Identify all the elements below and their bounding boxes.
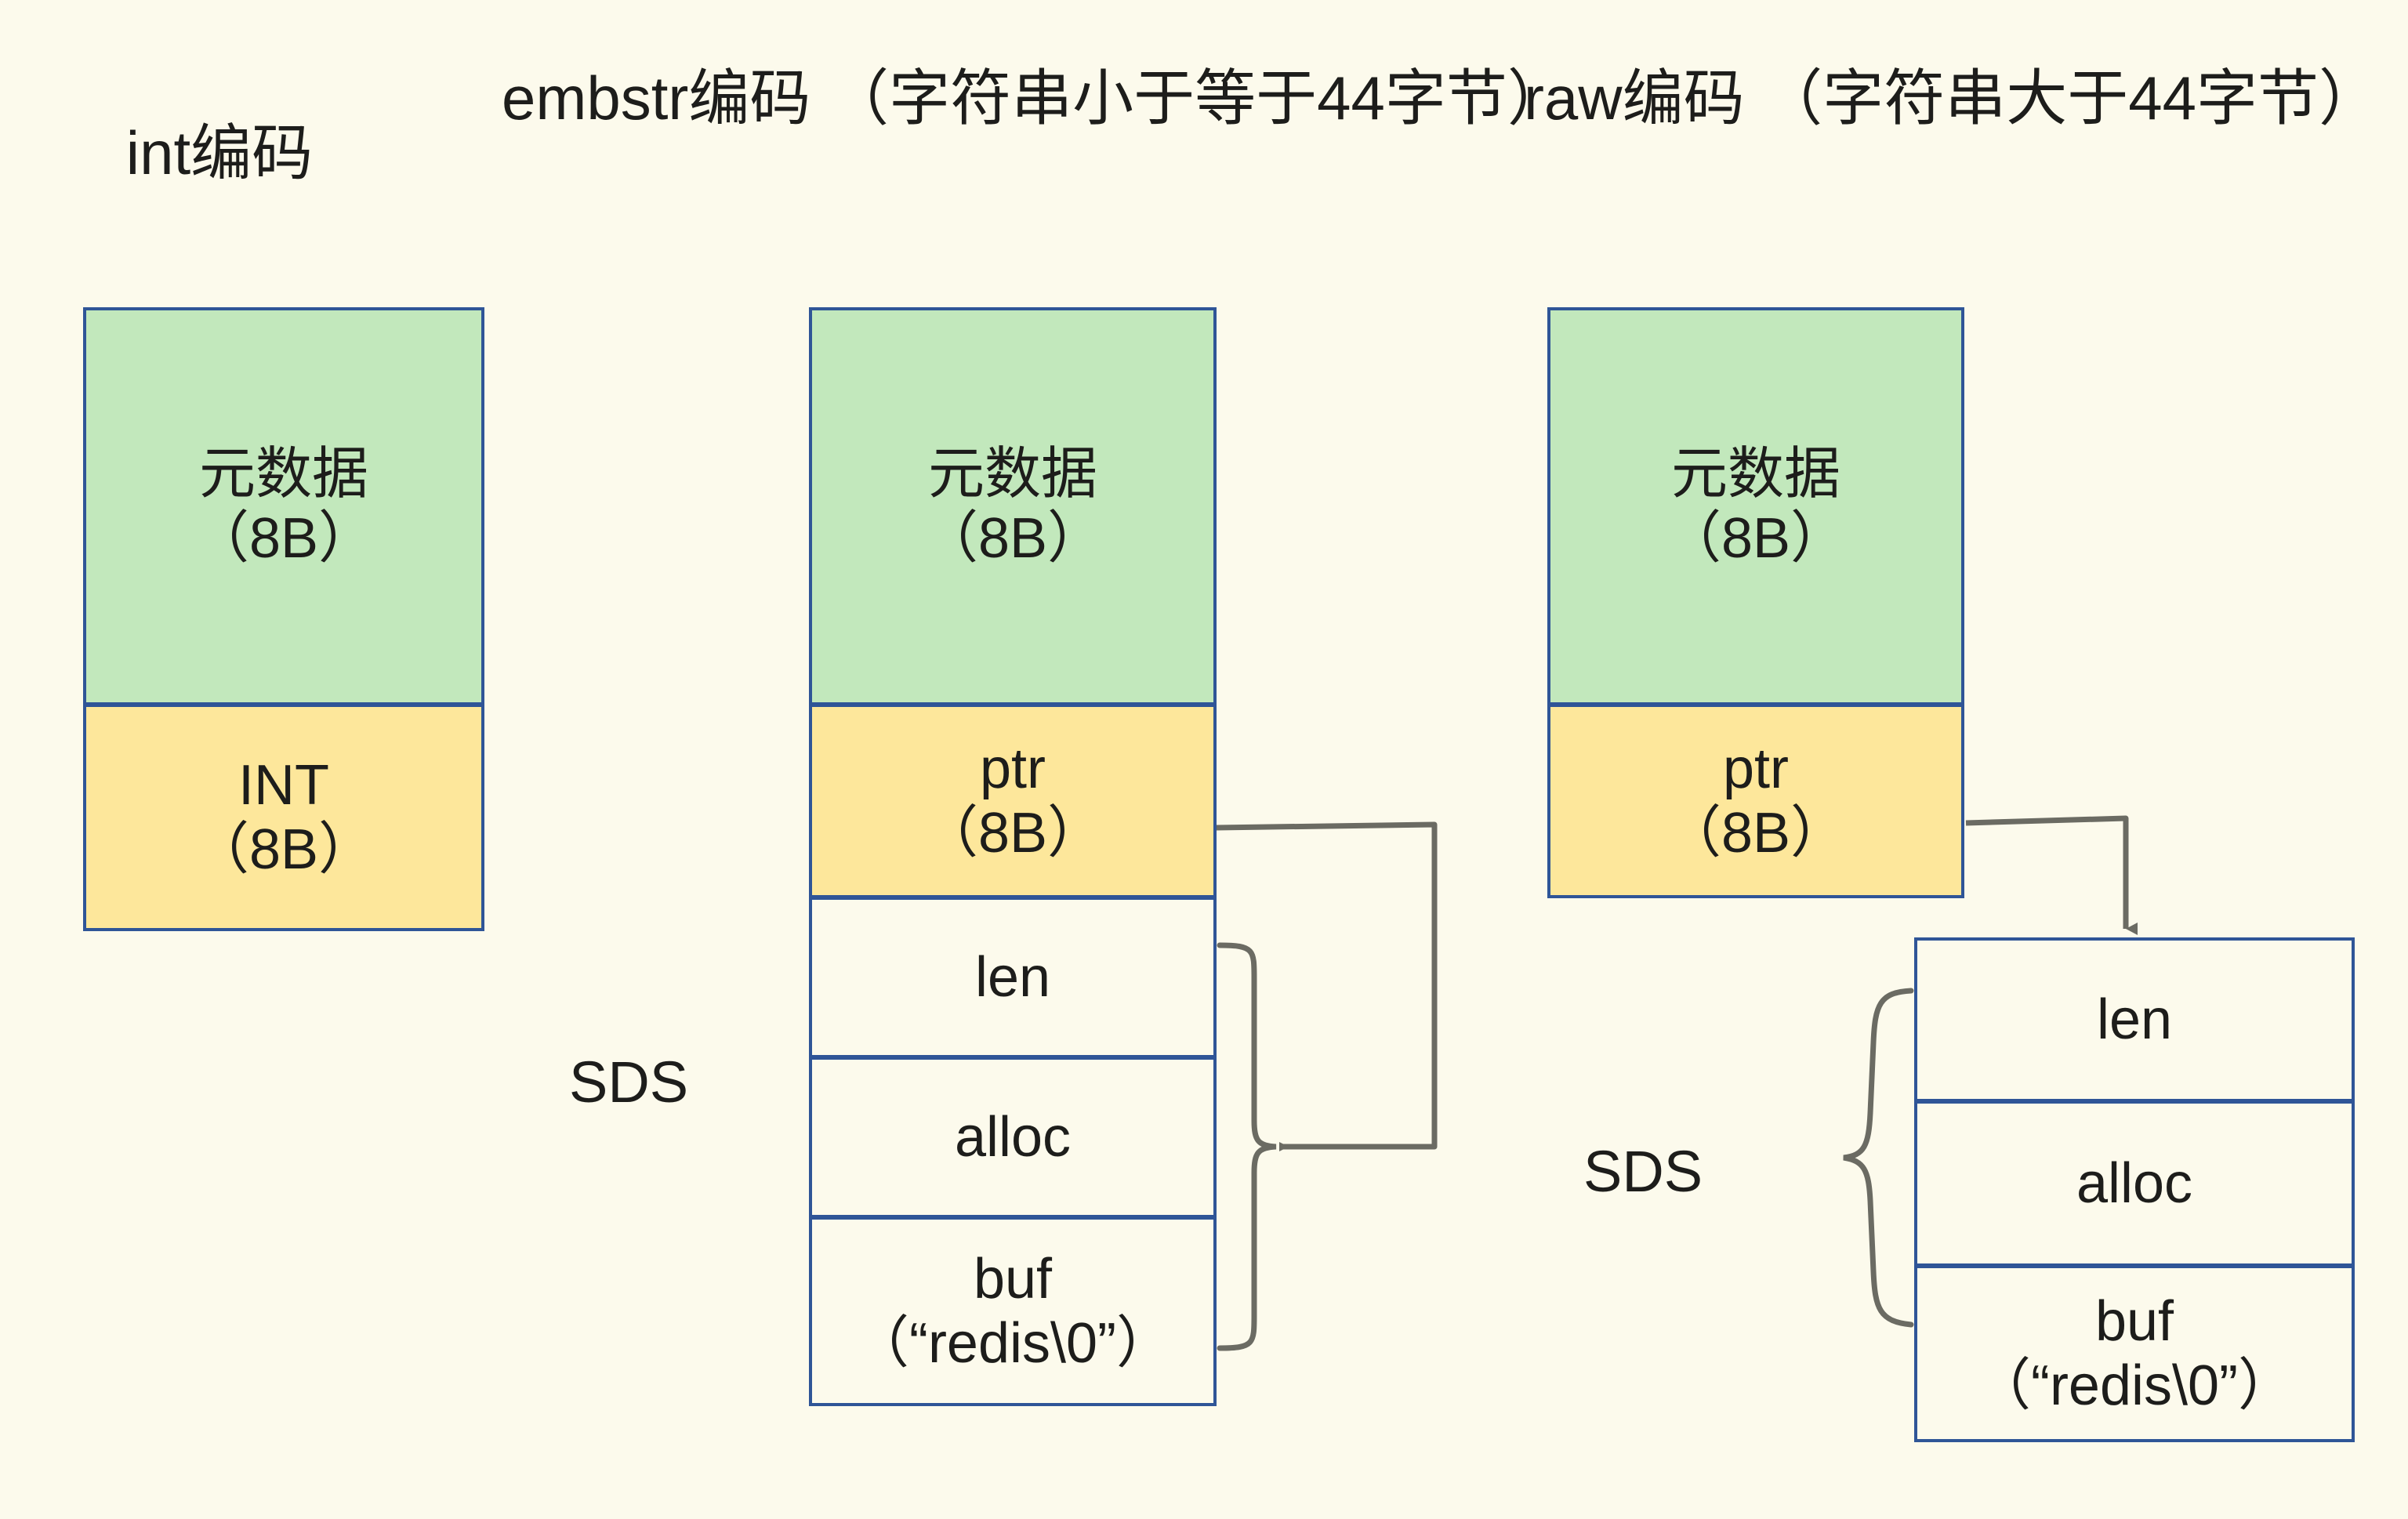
embstr-sds-buf-label: buf <box>973 1247 1053 1311</box>
embstr-ptr-cell: ptr （8B） <box>809 704 1217 898</box>
raw-metadata-label: 元数据 <box>1670 442 1840 506</box>
embstr-sds-len-label: len <box>974 945 1051 1009</box>
embstr-sds-brace <box>1217 942 1277 1351</box>
int-value-label: INT <box>238 753 329 817</box>
embstr-ptr-size: （8B） <box>921 802 1104 865</box>
raw-sds-len-cell: len <box>1914 937 2355 1102</box>
raw-sds-brace <box>1843 988 1914 1328</box>
embstr-title-line1: embstr编码 <box>502 63 811 132</box>
embstr-metadata-label: 元数据 <box>927 442 1097 506</box>
raw-ptr-size: （8B） <box>1664 802 1848 865</box>
embstr-sds-alloc-cell: alloc <box>809 1057 1217 1218</box>
raw-sds-label: SDS <box>1583 1139 1703 1204</box>
raw-sds-buf-value: （“redis\0”） <box>1974 1354 2295 1417</box>
raw-sds-alloc-label: alloc <box>2076 1151 2193 1215</box>
raw-sds-len-label: len <box>2096 988 2173 1051</box>
raw-title-line1: raw编码 <box>1523 63 1745 132</box>
raw-metadata-size: （8B） <box>1664 507 1848 570</box>
raw-sds-buf-cell: buf （“redis\0”） <box>1914 1265 2355 1442</box>
embstr-column-title: embstr编码 （字符串小于等于44字节） <box>502 61 1568 136</box>
int-column-title: int编码 <box>47 116 392 190</box>
int-metadata-label: 元数据 <box>198 442 368 506</box>
int-title-line1: int编码 <box>125 118 314 187</box>
raw-sds-alloc-cell: alloc <box>1914 1100 2355 1267</box>
int-metadata-size: （8B） <box>192 507 375 570</box>
raw-ptr-cell: ptr （8B） <box>1547 704 1964 898</box>
embstr-sds-len-cell: len <box>809 897 1217 1058</box>
raw-metadata-cell: 元数据 （8B） <box>1547 307 1964 705</box>
int-value-size: （8B） <box>192 818 375 881</box>
int-value-cell: INT （8B） <box>83 704 484 931</box>
embstr-ptr-label: ptr <box>979 737 1046 800</box>
int-metadata-cell: 元数据 （8B） <box>83 307 484 705</box>
embstr-title-line2: （字符串小于等于44字节） <box>828 63 1568 132</box>
raw-ptr-label: ptr <box>1722 737 1790 800</box>
raw-column-title: raw编码 （字符串大于44字节） <box>1513 61 2391 136</box>
embstr-sds-label: SDS <box>569 1050 689 1115</box>
raw-sds-buf-label: buf <box>2094 1289 2174 1353</box>
raw-ptr-arrow <box>1965 815 2138 935</box>
raw-title-line2: （字符串大于44字节） <box>1761 63 2381 132</box>
embstr-sds-alloc-label: alloc <box>954 1105 1072 1169</box>
embstr-metadata-cell: 元数据 （8B） <box>809 307 1217 705</box>
embstr-sds-buf-cell: buf （“redis\0”） <box>809 1216 1217 1406</box>
embstr-sds-buf-value: （“redis\0”） <box>852 1312 1173 1375</box>
embstr-ptr-arrow <box>1216 821 1438 1151</box>
embstr-metadata-size: （8B） <box>921 507 1104 570</box>
